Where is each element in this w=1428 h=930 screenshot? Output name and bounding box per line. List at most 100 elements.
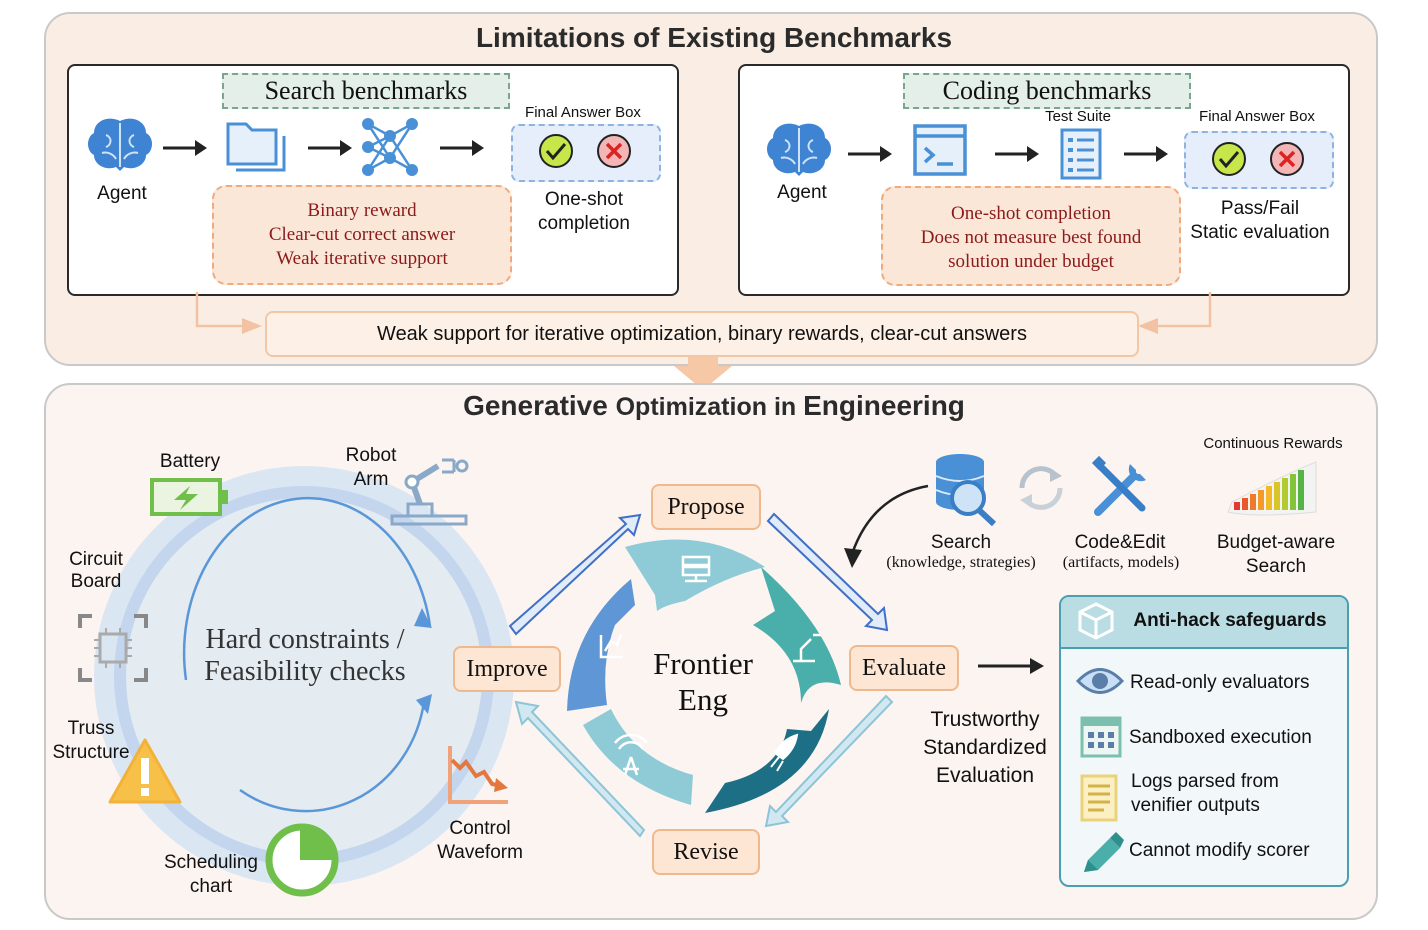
arrow-icon	[440, 140, 484, 156]
search-completion-line1: One-shot	[544, 189, 624, 210]
battery-label: Battery	[159, 451, 221, 472]
circuit-board-label-2: Board	[70, 571, 122, 592]
note-line: Weak iterative support	[276, 248, 448, 269]
scheduling-chart-label-2: chart	[189, 876, 233, 897]
search-agent-label: Agent	[97, 183, 147, 204]
improve-stage: Improve	[453, 646, 561, 692]
robot-arm-label-1: Robot	[345, 445, 397, 466]
cross-icon	[1270, 142, 1304, 176]
revise-stage: Revise	[652, 829, 760, 875]
note-line: solution under budget	[948, 251, 1114, 272]
coding-final-answer-box	[1184, 131, 1334, 189]
coding-agent-label: Agent	[777, 182, 827, 203]
test-suite-label: Test Suite	[1045, 108, 1111, 125]
note-line: Binary reward	[307, 200, 417, 221]
check-icon	[539, 134, 573, 168]
trust-line3: Evaluation	[935, 764, 1035, 787]
title-part: in	[767, 393, 804, 421]
robot-arm-icon	[390, 458, 469, 526]
coding-result-line1: Pass/Fail	[1220, 198, 1300, 219]
safeguard-item: Cannot modify scorer	[1129, 840, 1310, 861]
pencil-icon	[1084, 832, 1124, 872]
arrow-icon	[978, 658, 1044, 674]
wrench-screwdriver-icon	[1091, 455, 1146, 516]
generative-optimization-title: Generative Optimization in Engineering	[0, 390, 1428, 422]
control-waveform-label-2: Waveform	[437, 842, 523, 863]
check-icon	[1212, 142, 1246, 176]
code-edit-sub: (artifacts, models)	[1062, 554, 1180, 571]
continuous-rewards-label: Continuous Rewards	[1203, 435, 1343, 452]
budget-aware-line2: Search	[1245, 556, 1307, 577]
warning-icon	[108, 738, 182, 804]
ring-center-line1: Hard constraints /	[205, 624, 405, 655]
trust-line1: Trustworthy	[930, 708, 1040, 731]
title-part: Generative	[463, 390, 616, 421]
waveform-icon	[448, 746, 508, 804]
search-completion-line2: completion	[538, 213, 630, 234]
search-tool-sub: (knowledge, strategies)	[886, 554, 1036, 571]
propose-stage: Propose	[651, 484, 761, 530]
safeguards-title: Anti-hack safeguards	[1133, 610, 1327, 631]
control-waveform-label-1: Control	[449, 818, 511, 839]
brain-icon	[767, 123, 831, 176]
truss-structure-label-1: Truss	[67, 718, 115, 739]
note-line: Does not measure best found	[920, 227, 1142, 248]
frontier-wheel	[567, 539, 841, 813]
database-search-icon	[935, 454, 997, 527]
note-line: One-shot completion	[951, 203, 1111, 224]
neural-network-icon	[362, 118, 418, 176]
scheduling-chart-label-1: Scheduling	[163, 852, 259, 873]
frontier-eng-line1: Frontier	[653, 646, 753, 681]
battery-icon	[150, 478, 228, 516]
coding-result-line2: Static evaluation	[1190, 222, 1330, 243]
circuit-board-label-1: Circuit	[69, 549, 123, 570]
limitations-title: Limitations of Existing Benchmarks	[475, 22, 953, 53]
log-file-icon	[1080, 774, 1118, 822]
refresh-icon	[1019, 466, 1063, 510]
search-benchmarks-title: Search benchmarks	[222, 73, 510, 109]
search-final-answer-label: Final Answer Box	[525, 104, 641, 121]
code-edit-label: Code&Edit	[1074, 532, 1166, 553]
note-line: Clear-cut correct answer	[268, 224, 456, 245]
weak-support-banner: Weak support for iterative optimization,…	[265, 311, 1139, 357]
search-final-answer-box	[511, 124, 661, 182]
safeguard-item: Sandboxed execution	[1129, 727, 1312, 748]
circuit-board-icon	[78, 614, 148, 682]
budget-aware-line1: Budget-aware	[1216, 532, 1336, 553]
cross-icon	[597, 134, 631, 168]
cube-shield-icon	[1078, 602, 1114, 640]
safeguards-header	[1061, 597, 1347, 649]
pie-chart-icon	[265, 823, 339, 897]
coding-benchmarks-title: Coding benchmarks	[903, 73, 1191, 109]
safeguard-item: Logs parsed from	[1131, 771, 1279, 792]
arrow-icon	[163, 140, 207, 156]
checklist-icon	[1060, 128, 1102, 180]
arrow-icon	[848, 146, 892, 162]
frontier-eng-line2: Eng	[678, 682, 728, 717]
arrow-icon	[995, 146, 1039, 162]
coding-final-answer-label: Final Answer Box	[1199, 108, 1315, 125]
brain-icon	[88, 118, 152, 171]
arrow-icon	[1124, 146, 1168, 162]
search-limitations-notes: Binary reward Clear-cut correct answer W…	[212, 185, 512, 285]
safeguard-item: Read-only evaluators	[1130, 672, 1310, 693]
trust-line2: Standardized	[923, 736, 1047, 759]
eye-icon	[1075, 668, 1125, 694]
ring-center-line2: Feasibility checks	[204, 656, 406, 687]
robot-arm-label-2: Arm	[353, 469, 389, 490]
evaluate-stage: Evaluate	[849, 645, 959, 691]
banner-connectors	[195, 292, 1212, 390]
arrow-icon	[308, 140, 352, 156]
folder-icon	[226, 122, 286, 172]
title-part: Engineering	[803, 390, 965, 421]
terminal-icon	[913, 124, 967, 176]
truss-structure-label-2: Structure	[52, 742, 130, 763]
sandbox-grid-icon	[1080, 716, 1122, 758]
safeguard-item: venifier outputs	[1131, 795, 1260, 816]
search-tool-label: Search	[930, 532, 992, 553]
title-part: Optimization	[615, 393, 767, 421]
coding-limitations-notes: One-shot completion Does not measure bes…	[881, 186, 1181, 286]
